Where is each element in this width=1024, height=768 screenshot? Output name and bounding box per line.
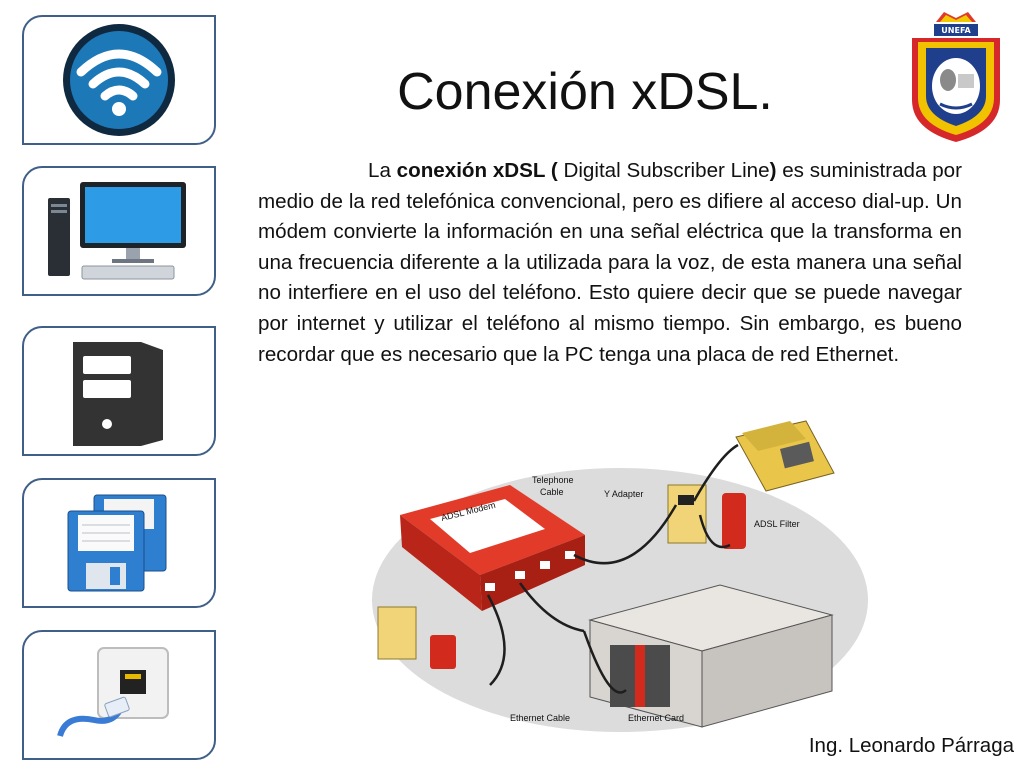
sidebar-tile-wifi	[22, 15, 216, 145]
university-seal-logo: UNEFA	[912, 12, 1000, 142]
author-footer: Ing. Leonardo Párraga	[808, 734, 1014, 757]
paragraph-lead: La	[368, 159, 397, 182]
body-paragraph: La conexión xDSL ( Digital Subscriber Li…	[258, 156, 962, 370]
telephone-device	[735, 420, 835, 492]
sidebar-tile-ethernet	[22, 630, 216, 760]
svg-text:UNEFA: UNEFA	[941, 26, 971, 35]
slide-title: Conexión xDSL.	[397, 63, 773, 121]
label-ethernet-cable: Ethernet Cable	[510, 713, 570, 723]
label-y-adapter: Y Adapter	[604, 489, 643, 499]
sidebar-tile-computer	[22, 166, 216, 296]
floppy-disks-icon	[67, 494, 167, 592]
label-telephone-cable-2: Cable	[540, 487, 564, 497]
sidebar-tile-floppy	[22, 478, 216, 608]
adsl-modem-device: ADSL Modem	[400, 485, 585, 611]
pc-case-device	[588, 584, 834, 728]
paragraph-bold-term: conexión xDSL (	[396, 159, 558, 182]
paragraph-acronym-expansion: Digital Subscriber Line	[557, 159, 770, 182]
label-ethernet-card: Ethernet Card	[628, 713, 684, 723]
sidebar-tile-server	[22, 326, 216, 456]
server-tower-icon	[73, 342, 163, 446]
paragraph-rest: es suministrada por medio de la red tele…	[258, 159, 962, 366]
wifi-icon	[63, 24, 175, 136]
label-adsl-filter: ADSL Filter	[754, 519, 800, 529]
ethernet-port-icon	[57, 647, 169, 737]
paragraph-bold-paren: )	[769, 159, 777, 182]
desktop-computer-icon	[48, 182, 186, 280]
label-telephone-cable-1: Telephone	[532, 475, 574, 485]
adsl-connection-diagram: ADSL Modem Telephone Cable Y Adapter ADS…	[372, 420, 868, 732]
